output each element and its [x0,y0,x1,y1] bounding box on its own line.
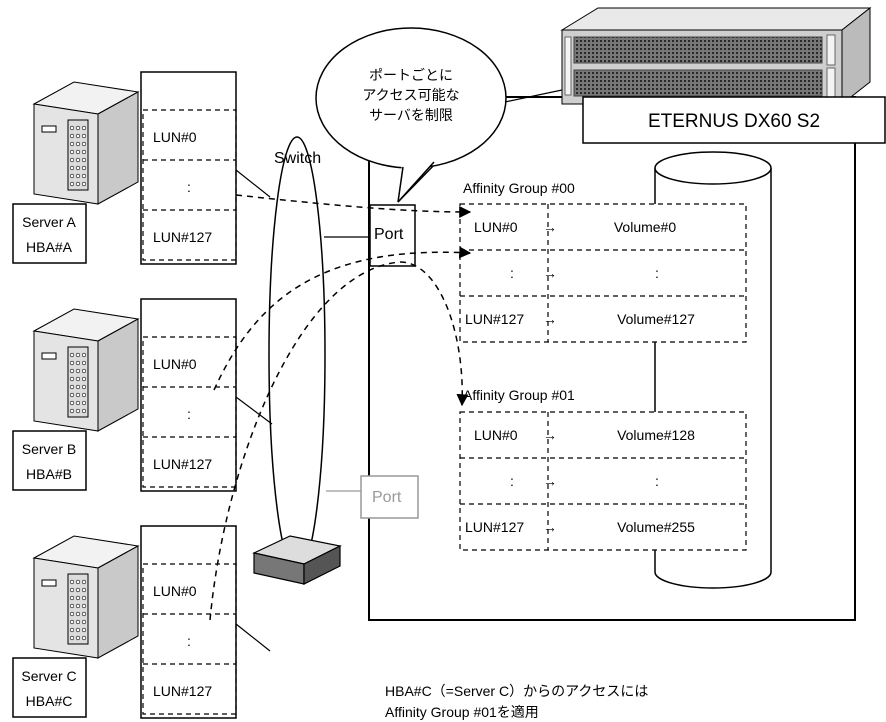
map-arrow: → [543,473,557,489]
storage-name: ETERNUS DX60 S2 [648,111,820,132]
volume-cell: Volume#0 [614,219,676,235]
map-arrow: → [543,219,557,235]
server-name: Server C [21,668,76,684]
map-arrow: → [543,427,557,443]
callout-connector [504,89,563,103]
volume-cell: : [655,473,659,489]
access-path-a [235,194,472,218]
lun-list-box [142,109,237,261]
server-name: Server B [22,441,76,457]
server-lun-label: LUN#0 [153,129,197,145]
server-tower-icon [32,81,140,205]
callout-line-1: ポートごとに [369,67,453,83]
port-active-label: Port [374,226,404,243]
volume-cell: Volume#128 [617,427,695,443]
server-lun-label: LUN#127 [153,456,212,472]
lun-cell: LUN#0 [474,219,518,235]
volume-cell: Volume#127 [617,311,695,327]
affinity-group-title: Affinity Group #01 [463,387,575,403]
server-tower-icon [32,308,140,432]
footnote-line-2: Affinity Group #01を適用 [385,704,539,720]
server-tower-icon [32,535,140,659]
storage-name-box [582,96,886,144]
map-arrow: → [543,265,557,281]
lun-cell: : [510,473,514,489]
callout-line-3: サーバを制限 [369,107,453,123]
callout-line-2: アクセス可能な [362,87,459,103]
switch-ellipse [268,136,326,574]
hba-lun-frame [140,525,237,719]
server-hba: HBA#C [26,693,73,709]
server-lun-label: LUN#127 [153,229,212,245]
map-arrow: → [543,311,557,327]
server-to-switch-line [235,396,273,425]
switch-label: Switch [274,150,321,167]
server-to-switch-line [235,623,271,652]
map-arrow: → [543,519,557,535]
server-name-box [12,657,87,718]
server-name: Server A [22,214,76,230]
server-group: LUN#0: LUN#127 Server A HBA#A [12,71,271,265]
server-group: LUN#0: LUN#127 Server B HBA#B [12,298,273,492]
server-hba: HBA#A [26,239,73,255]
server-lun-label: : [187,633,191,649]
port-inactive [360,475,419,519]
storage-device-icon [560,6,872,106]
lun-cell: LUN#127 [465,311,524,327]
server-lun-label: LUN#127 [153,683,212,699]
hba-lun-frame [140,298,237,492]
access-path-c [209,261,469,621]
server-to-switch-line [235,169,271,198]
server-lun-label: : [187,179,191,195]
hba-lun-frame [140,71,237,265]
server-name-box [12,430,87,491]
lun-cell: LUN#0 [474,427,518,443]
server-lun-label: LUN#0 [153,356,197,372]
access-path-b [213,246,472,391]
port-inactive-label: Port [372,489,402,506]
lun-list-box [142,336,237,488]
server-group: LUN#0: LUN#127 Server C HBA#C [12,525,271,719]
server-name-box [12,203,87,264]
server-lun-label: LUN#0 [153,583,197,599]
volume-cell: Volume#255 [617,519,695,535]
server-hba: HBA#B [26,466,72,482]
lun-cell: : [510,265,514,281]
switch-device-icon [252,535,342,585]
affinity-group-00: Affinity Group #00 LUN#0 → Volume#0 : → … [459,180,747,343]
lun-cell: LUN#127 [465,519,524,535]
callout-bubble: ポートごとに アクセス可能な サーバを制限 [315,27,507,203]
volume-cell: : [655,265,659,281]
footnote-line-1: HBA#C（=Server C）からのアクセスには [385,683,648,699]
server-lun-label: : [187,406,191,422]
lun-list-box [142,563,237,715]
affinity-group-title: Affinity Group #00 [463,180,575,196]
affinity-group-01: Affinity Group #01 LUN#0 → Volume#128 : … [459,387,747,551]
